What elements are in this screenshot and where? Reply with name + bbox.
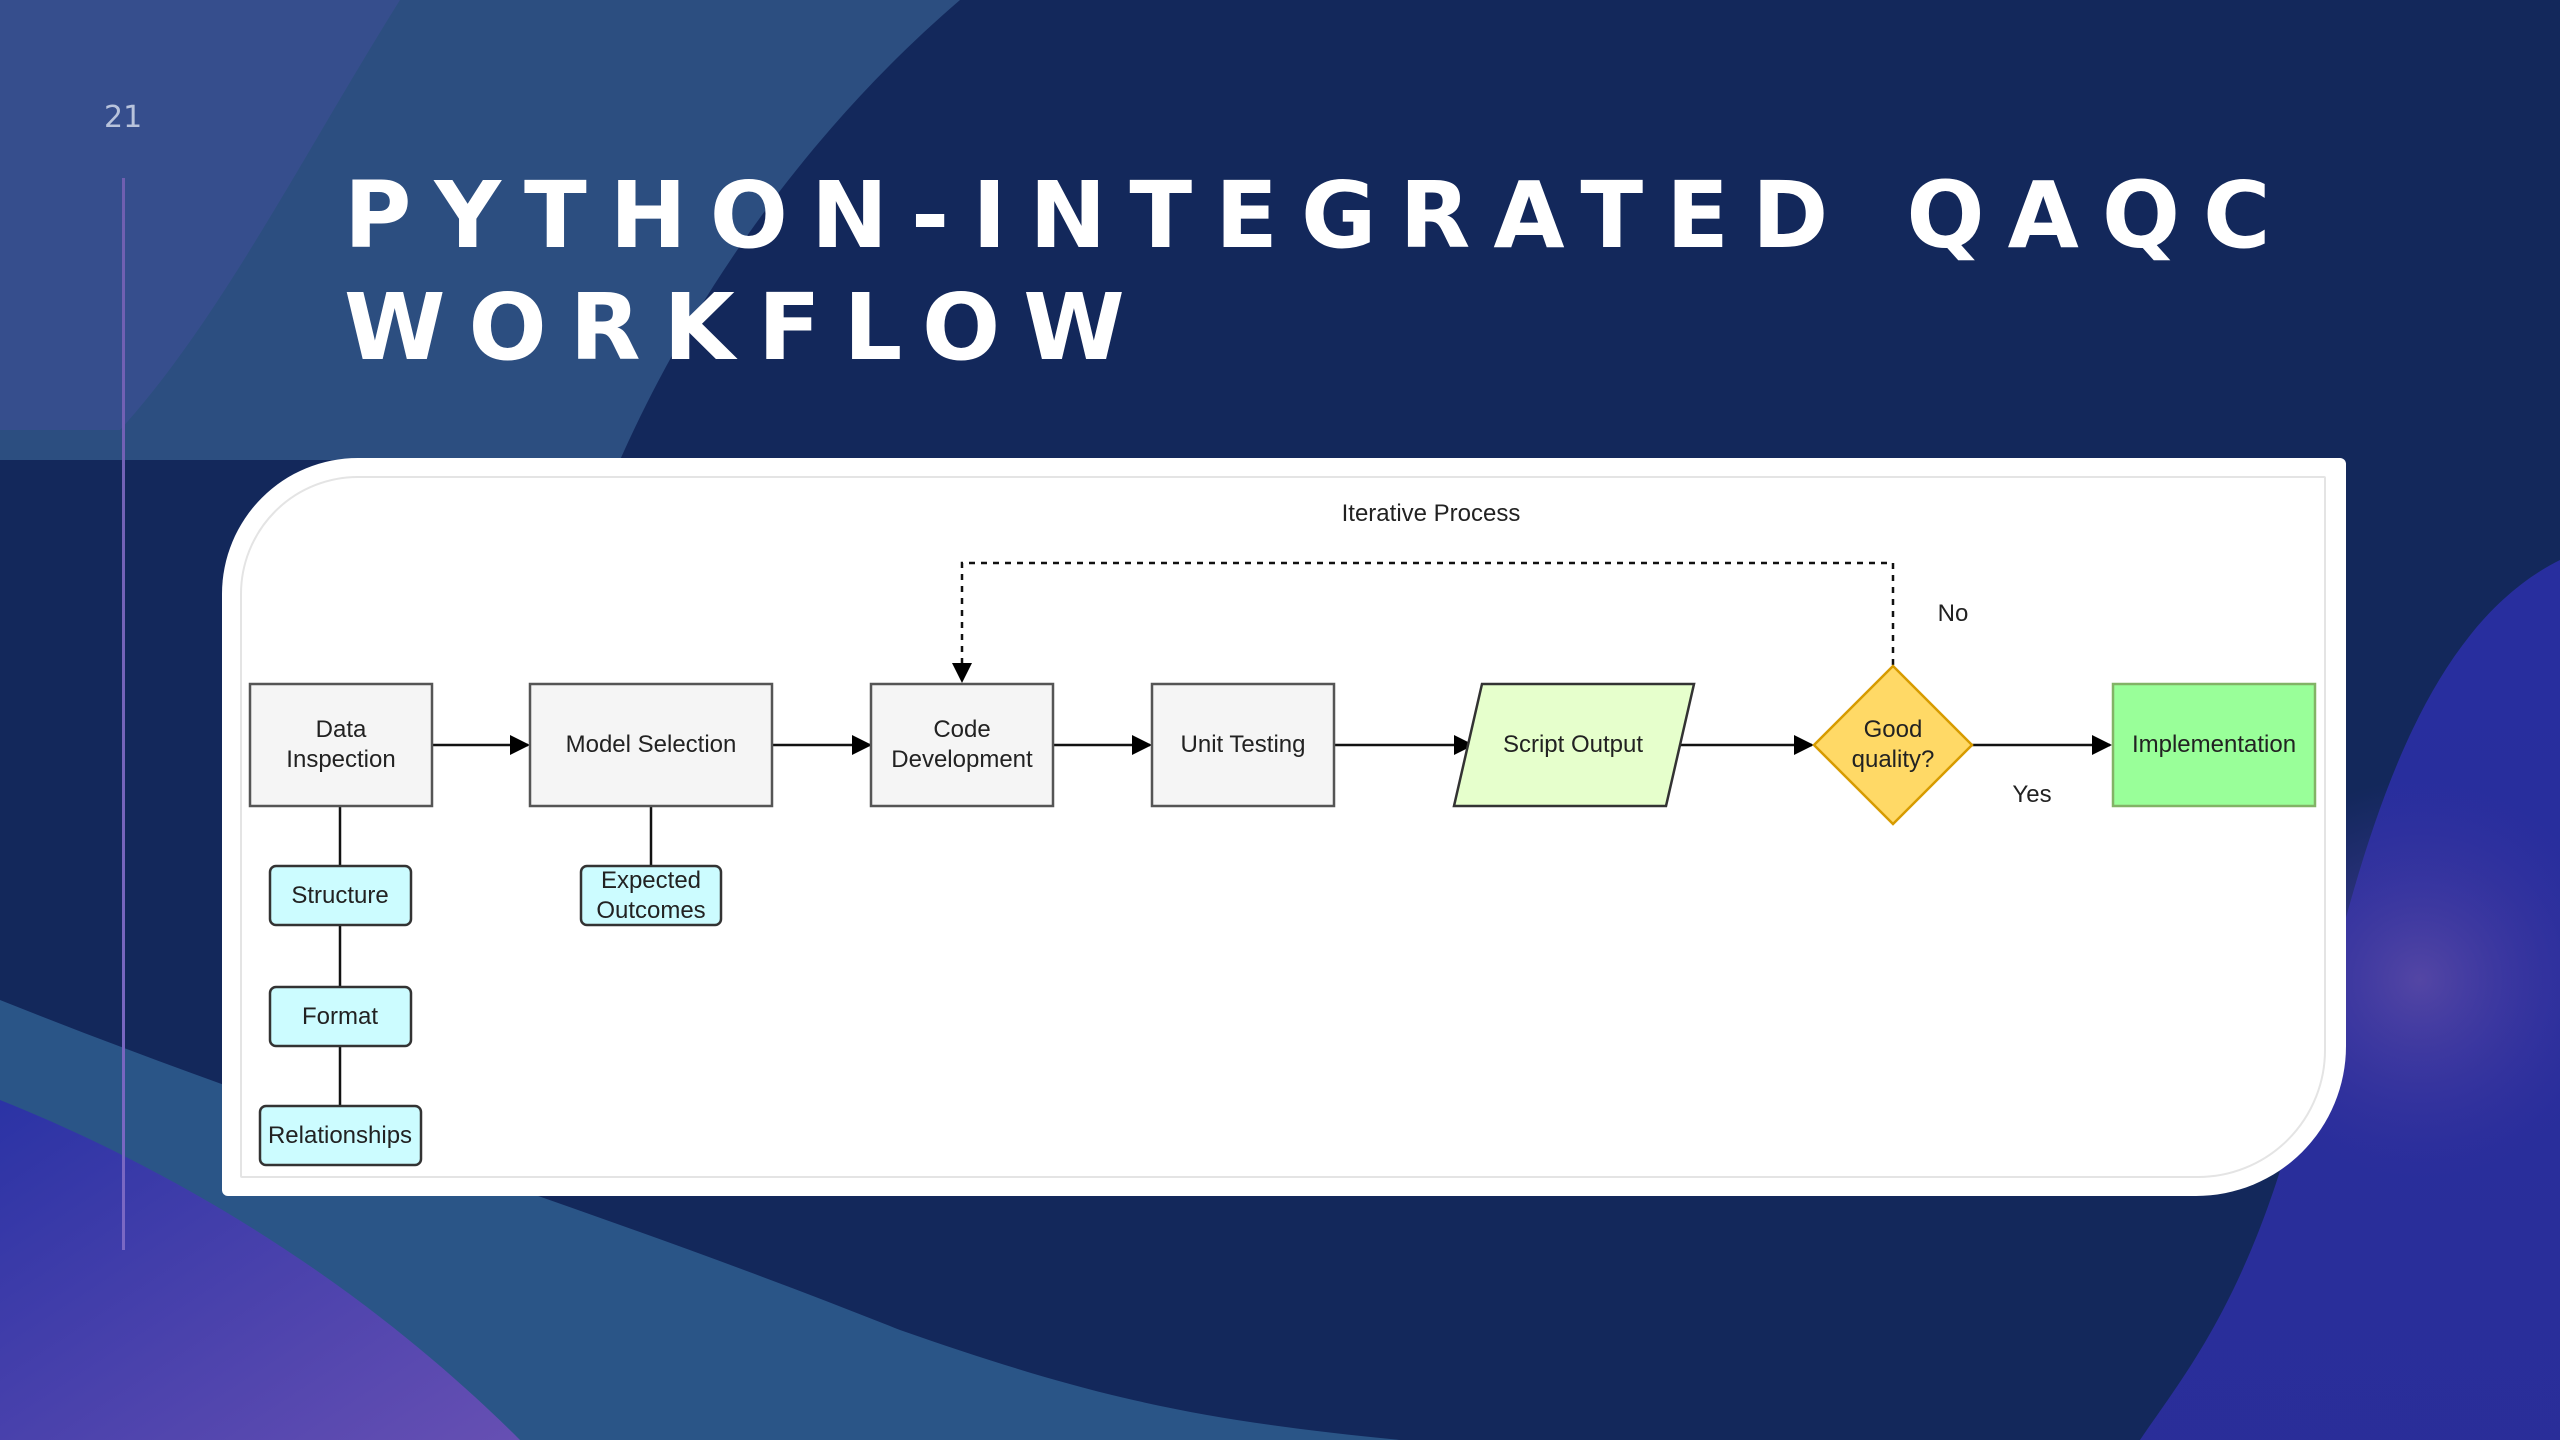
- node-expected-outcomes-line2: Outcomes: [596, 897, 705, 924]
- node-data-inspection: Data Inspection: [248, 682, 434, 808]
- loop-label: Iterative Process: [1342, 500, 1521, 527]
- bottom-left-blob: [0, 1100, 520, 1440]
- node-good-quality-line1: Good: [1864, 716, 1923, 743]
- node-script-output: Script Output: [1452, 682, 1696, 808]
- slide-number: 21: [104, 100, 143, 135]
- yes-label: Yes: [2012, 781, 2051, 808]
- diagram-card: [222, 458, 2346, 1196]
- diagram-card-border: [240, 476, 2326, 1178]
- node-good-quality: Good quality?: [1812, 664, 1974, 826]
- node-expected-outcomes: Expected Outcomes: [579, 864, 723, 927]
- node-model-selection-label: Model Selection: [566, 731, 737, 758]
- title-line-2: WORKFLOW: [344, 274, 1148, 381]
- node-format-label: Format: [302, 1003, 378, 1030]
- node-expected-outcomes-line1: Expected: [601, 867, 701, 894]
- node-implementation-label: Implementation: [2132, 731, 2296, 758]
- node-relationships-label: Relationships: [268, 1122, 412, 1149]
- node-script-output-label: Script Output: [1503, 731, 1643, 758]
- node-model-selection: Model Selection: [528, 682, 774, 808]
- node-unit-testing-label: Unit Testing: [1181, 731, 1306, 758]
- node-relationships: Relationships: [258, 1104, 423, 1167]
- node-structure: Structure: [268, 864, 413, 927]
- no-label: No: [1938, 600, 1969, 627]
- node-code-development-line2: Development: [891, 746, 1033, 773]
- node-code-development-line1: Code: [933, 716, 990, 743]
- node-format: Format: [268, 985, 413, 1048]
- node-unit-testing: Unit Testing: [1150, 682, 1336, 808]
- node-data-inspection-line1: Data: [316, 716, 367, 743]
- slide-title: PYTHON-INTEGRATED QAQC WORKFLOW: [344, 160, 2294, 384]
- node-code-development: Code Development: [869, 682, 1055, 808]
- node-structure-label: Structure: [291, 882, 388, 909]
- title-line-1: PYTHON-INTEGRATED QAQC: [344, 162, 2294, 269]
- node-good-quality-line2: quality?: [1852, 746, 1935, 773]
- loop-back-arrow: [952, 561, 1895, 683]
- node-implementation: Implementation: [2111, 682, 2317, 808]
- node-data-inspection-line2: Inspection: [286, 746, 395, 773]
- accent-line: [122, 178, 125, 1250]
